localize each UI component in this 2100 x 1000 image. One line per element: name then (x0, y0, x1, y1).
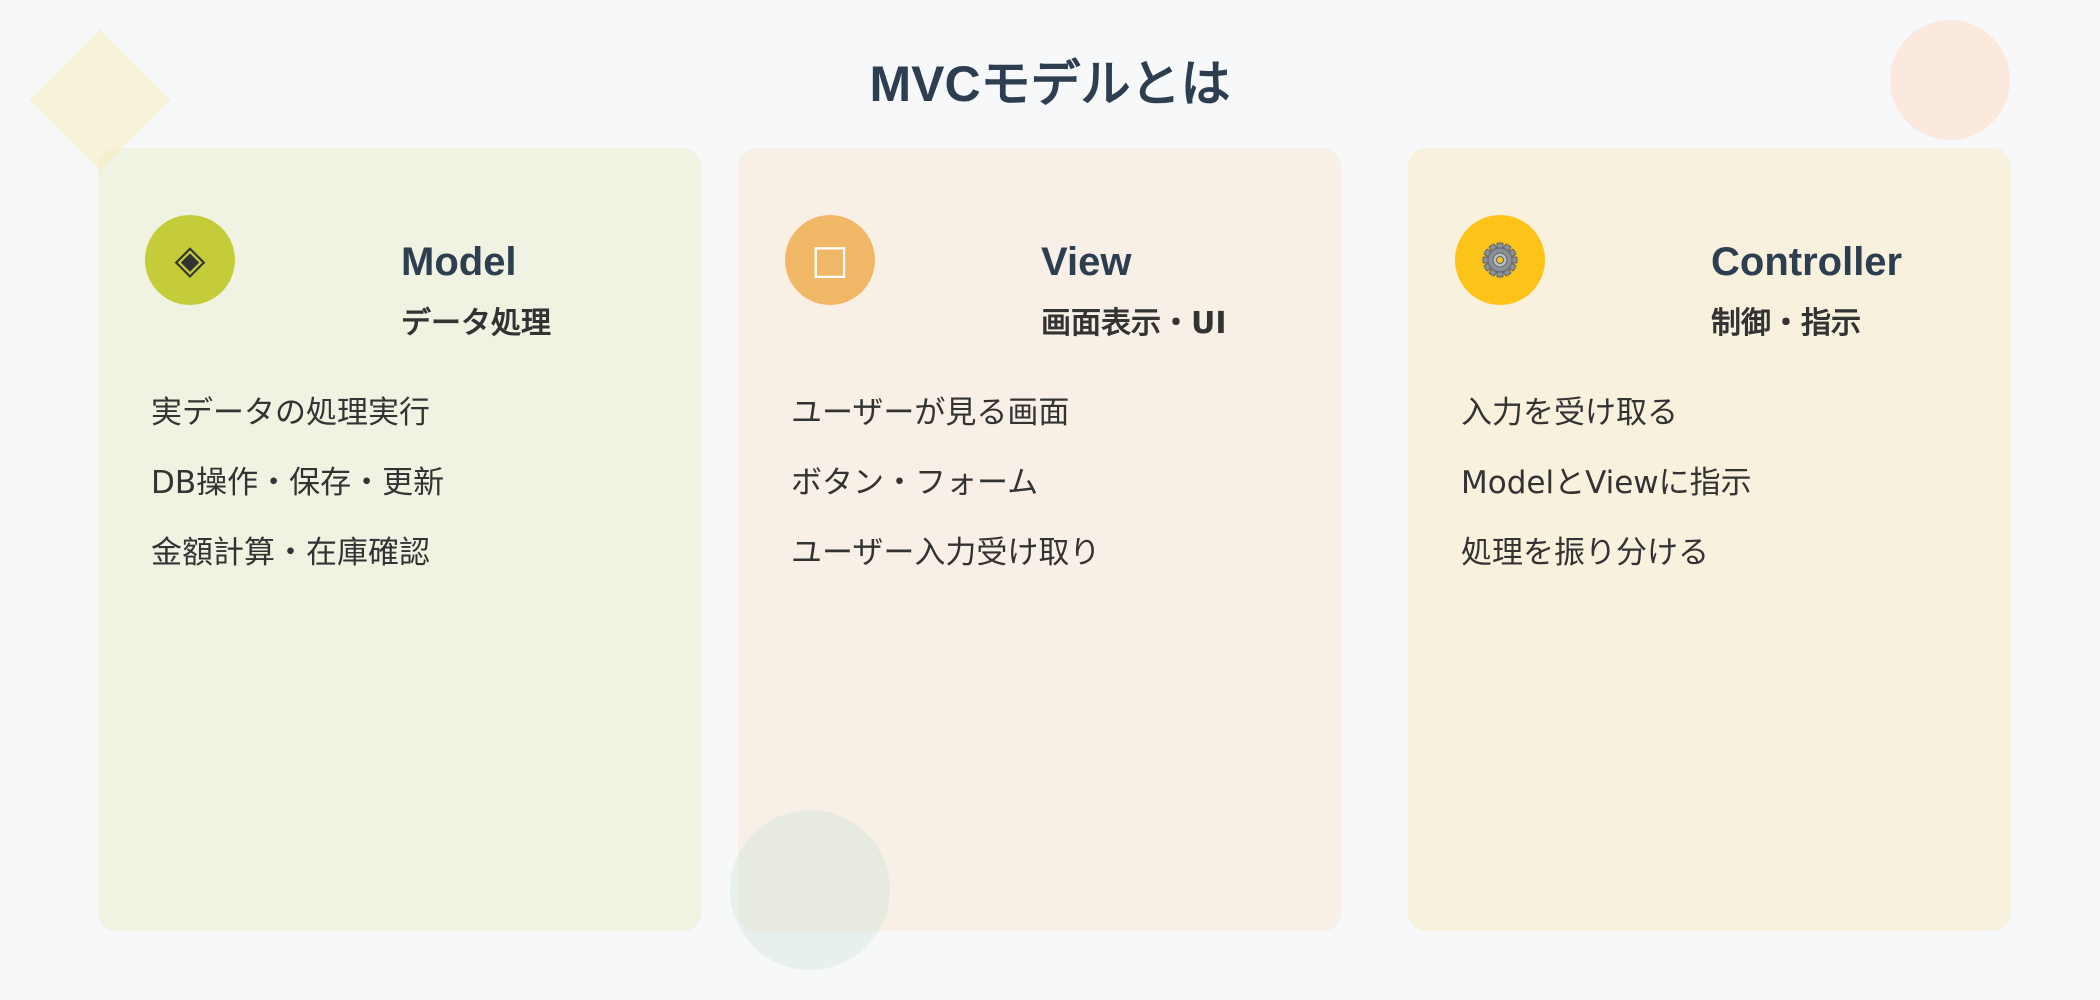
list-item: 処理を振り分ける (1461, 535, 1709, 571)
list-item: ModelとViewに指示 (1461, 465, 1752, 501)
card-subtitle: 画面表示・UI (1041, 306, 1227, 341)
card-list: 実データの処理実行 DB操作・保存・更新 金額計算・在庫確認 (151, 393, 444, 603)
card-title: Model (401, 240, 517, 284)
list-item: ボタン・フォーム (791, 465, 1039, 501)
list-item: 金額計算・在庫確認 (151, 535, 430, 571)
diamond-with-dot-icon: ◈ (145, 215, 235, 305)
card-title: View (1041, 240, 1132, 284)
card-list: 入力を受け取る ModelとViewに指示 処理を振り分ける (1461, 393, 1752, 603)
list-item: 実データの処理実行 (151, 395, 430, 431)
page-title: MVCモデルとは (869, 56, 1231, 112)
gear-icon-graphic (1482, 242, 1518, 278)
card-list: ユーザーが見る画面 ボタン・フォーム ユーザー入力受け取り (791, 393, 1100, 603)
list-item: ユーザー入力受け取り (791, 535, 1101, 571)
square-icon: □ (785, 215, 875, 305)
card-controller: Controller 制御・指示 入力を受け取る ModelとViewに指示 処… (1408, 148, 2011, 931)
card-model: ◈ Model データ処理 実データの処理実行 DB操作・保存・更新 金額計算・… (98, 148, 701, 931)
list-item: DB操作・保存・更新 (151, 465, 445, 501)
card-view: □ View 画面表示・UI ユーザーが見る画面 ボタン・フォーム ユーザー入力… (738, 148, 1341, 931)
card-subtitle: 制御・指示 (1711, 306, 1861, 341)
card-subtitle: データ処理 (401, 306, 551, 341)
list-item: 入力を受け取る (1461, 395, 1678, 431)
list-item: ユーザーが見る画面 (791, 395, 1070, 431)
gear-icon (1455, 215, 1545, 305)
card-title: Controller (1711, 240, 1903, 284)
